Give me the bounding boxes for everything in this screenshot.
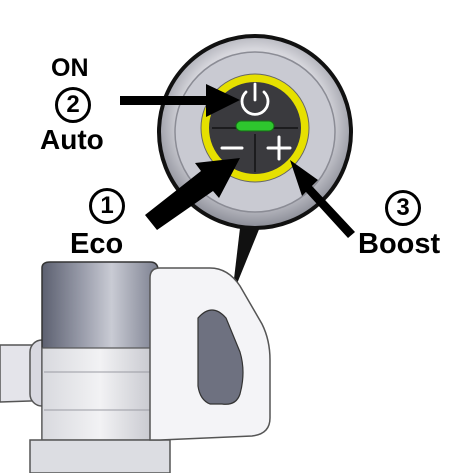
on-label: ON — [51, 54, 89, 82]
dust-bin — [41, 347, 159, 441]
boost-number-badge: 3 — [385, 190, 421, 226]
arrow-to-power — [120, 84, 240, 117]
eco-number-badge: 1 — [89, 188, 125, 224]
boost-label: Boost — [358, 228, 441, 260]
battery-base — [29, 439, 171, 473]
auto-label: Auto — [40, 124, 104, 155]
callout-pointer — [232, 222, 262, 296]
power-icon[interactable] — [240, 82, 270, 116]
arrow-to-minus — [145, 158, 240, 230]
handle-grip-opening — [197, 309, 244, 405]
plus-icon[interactable] — [266, 135, 292, 161]
mode-indicator-light — [235, 120, 275, 132]
arrow-to-plus — [290, 160, 355, 238]
auto-number-badge: 2 — [55, 87, 91, 123]
eco-label: Eco — [70, 228, 124, 260]
